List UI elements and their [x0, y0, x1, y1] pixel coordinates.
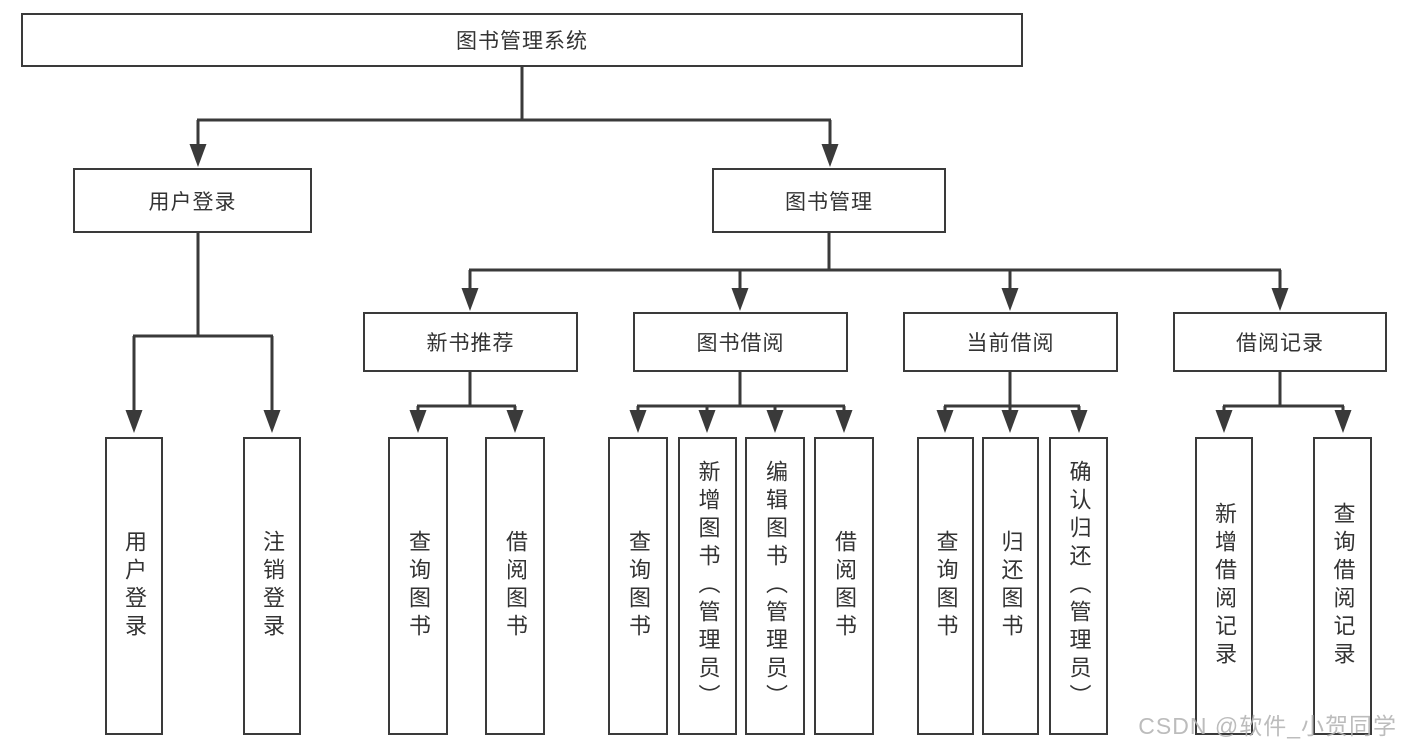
arrowhead: [1001, 410, 1019, 433]
arrowhead: [629, 410, 647, 433]
leaf-borrow-books-recommend: 借阅图书: [485, 437, 545, 735]
connector-user-login-to-leaves: [125, 233, 281, 433]
node-user-login-branch: 用户登录: [73, 168, 312, 233]
csdn-watermark: CSDN @软件_小贺同学: [1138, 713, 1397, 739]
leaf-add-borrow-record: 新增借阅记录: [1195, 437, 1253, 735]
leaf-query-books-borrow: 查询图书: [608, 437, 668, 735]
connector-new-book-to-leaves: [409, 372, 524, 433]
leaf-user-login: 用户登录: [105, 437, 163, 735]
connector-borrow-records-to-leaves: [1215, 372, 1352, 433]
leaf-edit-books-admin: 编辑图书（管理员）: [745, 437, 805, 735]
arrowhead: [125, 410, 143, 433]
arrowhead: [1001, 288, 1019, 311]
arrowhead: [506, 410, 524, 433]
arrowhead: [698, 410, 716, 433]
leaf-borrow-books: 借阅图书: [814, 437, 874, 735]
arrowhead: [1271, 288, 1289, 311]
arrowhead: [263, 410, 281, 433]
arrowhead: [1334, 410, 1352, 433]
arrowhead: [189, 144, 207, 167]
node-root-system: 图书管理系统: [21, 13, 1023, 67]
node-book-borrowing: 图书借阅: [633, 312, 848, 372]
connector-book-management-to-level3: [461, 233, 1289, 311]
leaf-logout: 注销登录: [243, 437, 301, 735]
node-book-management-branch: 图书管理: [712, 168, 946, 233]
connector-root-to-level2: [189, 67, 839, 167]
node-new-book-recommendation: 新书推荐: [363, 312, 578, 372]
leaf-query-books-recommend: 查询图书: [388, 437, 448, 735]
connector-current-borrow-to-leaves: [936, 372, 1088, 433]
arrowhead: [766, 410, 784, 433]
arrowhead: [835, 410, 853, 433]
leaf-query-books-current: 查询图书: [917, 437, 974, 735]
arrowhead: [1215, 410, 1233, 433]
arrowhead: [731, 288, 749, 311]
leaf-query-borrow-record: 查询借阅记录: [1313, 437, 1372, 735]
arrowhead: [461, 288, 479, 311]
leaf-confirm-return-admin: 确认归还（管理员）: [1049, 437, 1108, 735]
arrowhead: [821, 144, 839, 167]
node-current-borrowing: 当前借阅: [903, 312, 1118, 372]
arrowhead: [409, 410, 427, 433]
connector-book-borrow-to-leaves: [629, 372, 853, 433]
leaf-return-books: 归还图书: [982, 437, 1039, 735]
node-borrowing-records: 借阅记录: [1173, 312, 1387, 372]
arrowhead: [936, 410, 954, 433]
arrowhead: [1070, 410, 1088, 433]
leaf-add-books-admin: 新增图书（管理员）: [678, 437, 737, 735]
